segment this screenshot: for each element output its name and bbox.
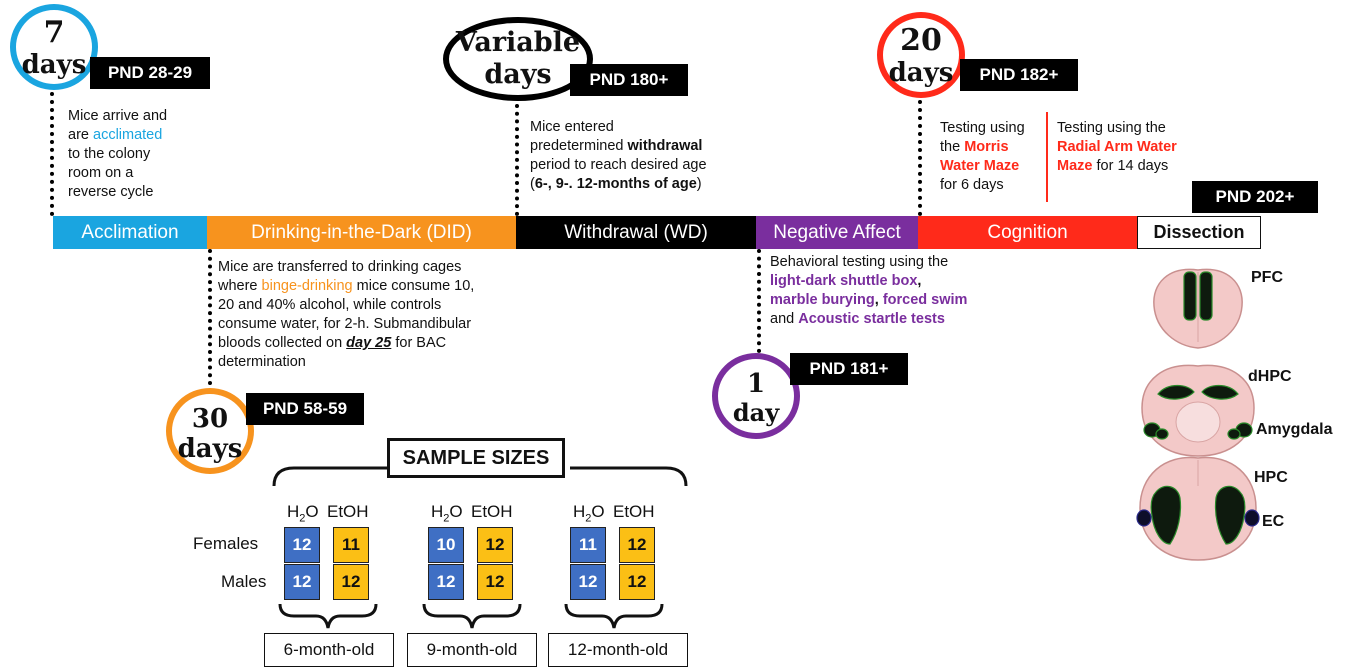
- duration-circle-negative-affect: 1 day: [712, 353, 800, 439]
- age-group-label: 6-month-old: [264, 633, 394, 667]
- phase-acclimation: Acclimation: [53, 216, 207, 249]
- row-label-females: Females: [193, 534, 259, 553]
- phase-dissection: Dissection: [1137, 216, 1261, 249]
- duration-number: Variable: [455, 27, 581, 58]
- cognition-mwm-description: Testing using the Morris Water Maze for …: [940, 120, 1025, 193]
- duration-circle-did: 30 days: [166, 388, 254, 474]
- brain-label-pfc: PFC: [1251, 269, 1283, 286]
- duration-unit: day: [732, 398, 780, 427]
- pnd-badge: PND 181+: [790, 353, 908, 385]
- brain-label-amygdala: Amygdala: [1256, 421, 1333, 438]
- group-brace: [278, 603, 378, 629]
- brain-label-hpc: HPC: [1254, 469, 1288, 486]
- dotted-connector: [208, 249, 212, 393]
- col-header-h2o: H2O: [573, 502, 605, 525]
- duration-unit: days: [21, 50, 87, 80]
- col-header-etoh: EtOH: [613, 502, 655, 521]
- cell-female-etoh: 12: [477, 527, 513, 563]
- cognition-divider: [1046, 112, 1048, 202]
- cell-male-h2o: 12: [570, 564, 606, 600]
- cell-male-etoh: 12: [477, 564, 513, 600]
- cell-male-h2o: 12: [284, 564, 320, 600]
- pnd-badge: PND 202+: [1192, 181, 1318, 213]
- pfc-region: [1199, 271, 1213, 321]
- dotted-connector: [757, 249, 761, 353]
- cell-female-h2o: 11: [570, 527, 606, 563]
- ec-region-right: [1244, 509, 1260, 527]
- brain-section-dhpc: [1141, 364, 1255, 457]
- age-group-label: 9-month-old: [407, 633, 537, 667]
- pnd-badge: PND 28-29: [90, 57, 210, 89]
- duration-circle-withdrawal: Variable days: [443, 17, 593, 101]
- ec-region-left: [1136, 509, 1152, 527]
- phase-negative-affect: Negative Affect: [756, 216, 918, 249]
- sample-sizes-brace: [272, 466, 688, 487]
- dhpc-region-left: [1157, 384, 1195, 400]
- col-header-etoh: EtOH: [327, 502, 369, 521]
- dotted-connector: [515, 104, 519, 216]
- amygdala-region-left: [1155, 428, 1169, 440]
- duration-circle-cognition: 20 days: [877, 12, 965, 98]
- cell-female-h2o: 10: [428, 527, 464, 563]
- pnd-badge: PND 58-59: [246, 393, 364, 425]
- negative-affect-description: Behavioral testing using the light-dark …: [770, 254, 968, 327]
- phase-withdrawal: Withdrawal (WD): [516, 216, 756, 249]
- phase-drinking-in-the-dark: Drinking-in-the-Dark (DID): [207, 216, 516, 249]
- cell-female-etoh: 12: [619, 527, 655, 563]
- pnd-badge: PND 182+: [960, 59, 1078, 91]
- duration-unit: days: [888, 58, 954, 88]
- did-description: Mice are transferred to drinking cages w…: [218, 259, 475, 370]
- duration-unit: days: [484, 59, 552, 90]
- group-brace: [564, 603, 664, 629]
- hpc-region-right: [1214, 485, 1246, 545]
- duration-unit: days: [177, 434, 243, 464]
- pnd-badge: PND 180+: [570, 64, 688, 96]
- duration-number: 20: [900, 23, 942, 58]
- col-header-h2o: H2O: [287, 502, 319, 525]
- phase-cognition: Cognition: [918, 216, 1137, 249]
- sample-sizes-title: SAMPLE SIZES: [387, 438, 565, 478]
- cell-female-h2o: 12: [284, 527, 320, 563]
- cell-male-etoh: 12: [619, 564, 655, 600]
- col-header-h2o: H2O: [431, 502, 463, 525]
- duration-number: 1: [746, 369, 766, 399]
- amygdala-region-right: [1227, 428, 1241, 440]
- brain-section-pfc: [1153, 268, 1243, 349]
- row-label-males: Males: [221, 572, 267, 591]
- cell-female-etoh: 11: [333, 527, 369, 563]
- group-brace: [422, 603, 522, 629]
- brain-section-hpc: [1136, 456, 1260, 561]
- hpc-region-left: [1150, 485, 1182, 545]
- duration-number: 30: [191, 404, 229, 434]
- dotted-connector: [918, 100, 922, 216]
- cell-male-h2o: 12: [428, 564, 464, 600]
- dotted-connector: [50, 92, 54, 216]
- withdrawal-description: Mice entered predetermined withdrawal pe…: [530, 119, 707, 192]
- acclimation-description: Mice arrive and are acclimated to the co…: [68, 108, 168, 200]
- brain-label-ec: EC: [1262, 513, 1285, 530]
- pfc-region: [1183, 271, 1197, 321]
- duration-number: 7: [43, 15, 65, 50]
- cell-male-etoh: 12: [333, 564, 369, 600]
- age-group-label: 12-month-old: [548, 633, 688, 667]
- brain-label-dhpc: dHPC: [1248, 368, 1292, 385]
- col-header-etoh: EtOH: [471, 502, 513, 521]
- dhpc-region-right: [1201, 384, 1239, 400]
- duration-circle-acclimation: 7 days: [10, 4, 98, 90]
- cognition-rawm-description: Testing using the Radial Arm Water Maze …: [1057, 120, 1177, 174]
